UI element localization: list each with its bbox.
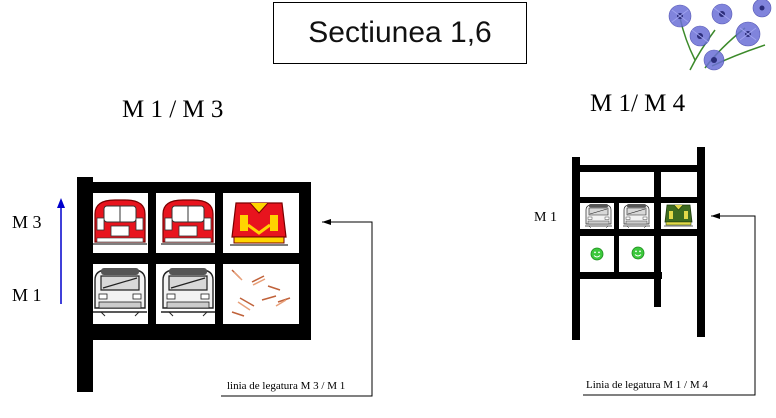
left-connector-line [221, 219, 373, 397]
metro-train-front-icon [622, 203, 651, 229]
left-upper-level-label: M 3 [12, 212, 42, 232]
right-connector-label: Linia de legatura M 1 / M 4 [586, 379, 708, 391]
title-box: Sectiunea 1,6 [273, 2, 527, 64]
left-lower-level-label: M 1 [12, 285, 42, 305]
metro-train-front-icon [92, 199, 148, 245]
metro-train-front-icon [584, 203, 613, 229]
metro-train-front-icon [160, 199, 216, 245]
metro-train-front-icon [92, 267, 148, 317]
metro-train-front-icon [160, 267, 216, 317]
smiley-face-icon [631, 246, 645, 260]
locomotive-front-icon [664, 204, 693, 227]
right-level-label: M 1 [534, 210, 557, 225]
up-arrow-icon [57, 198, 65, 304]
right-structure [572, 147, 705, 340]
scattered-debris-icon [231, 269, 291, 317]
page-title: Sectiunea 1,6 [308, 16, 492, 49]
right-connector-line [583, 213, 756, 396]
cornflower-bouquet-icon [668, 0, 772, 71]
left-connector-label: linia de legatura M 3 / M 1 [227, 380, 346, 392]
smiley-face-icon [590, 247, 604, 261]
locomotive-front-icon [230, 202, 288, 246]
left-structure [77, 177, 311, 392]
right-section-heading: M 1/ M 4 [590, 90, 686, 117]
left-section-heading: M 1 / M 3 [122, 96, 224, 123]
